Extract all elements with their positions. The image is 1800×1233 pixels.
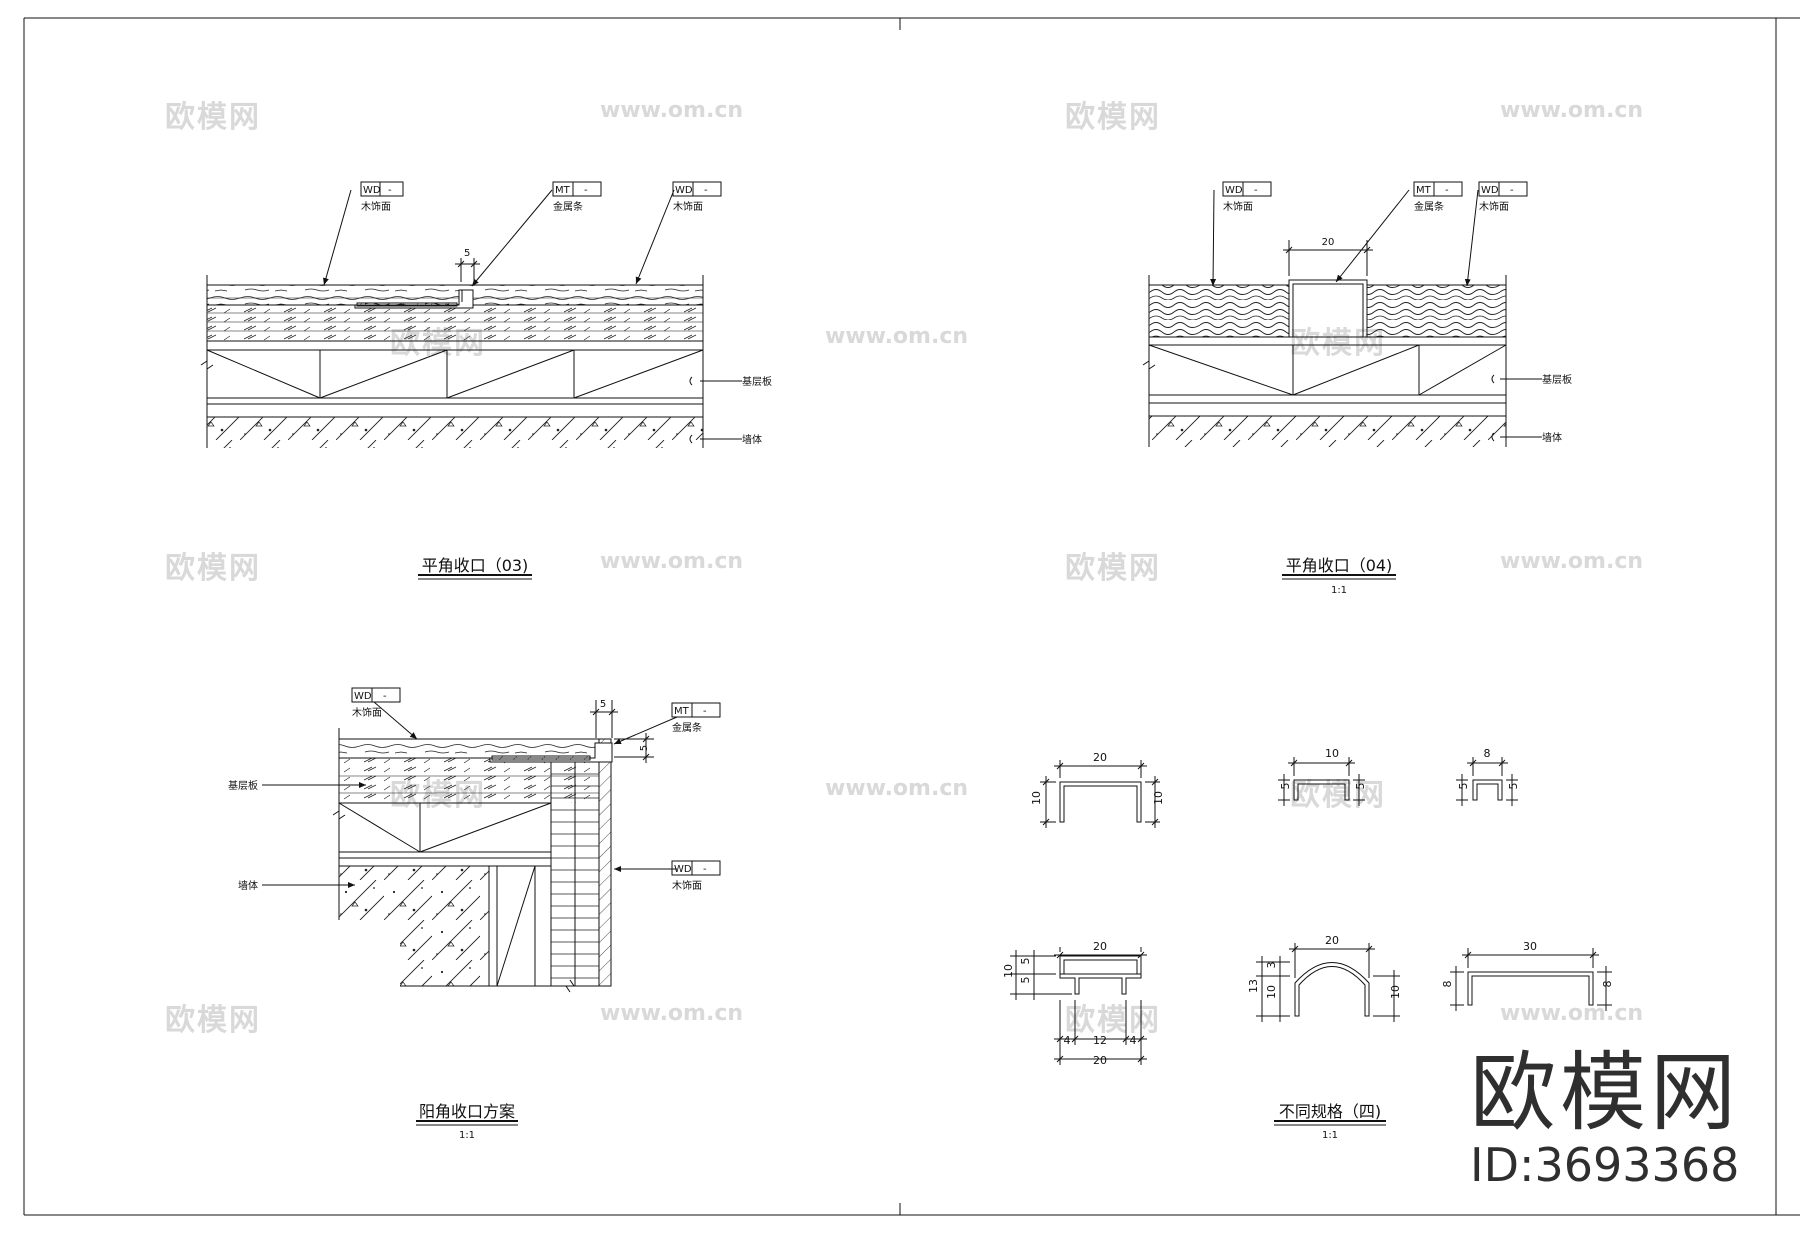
dim-u20-right: 10 [1152, 791, 1165, 805]
dim-t20-b: 5 [1019, 977, 1032, 984]
spec-labels: 20 10 10 10 5 5 8 5 5 20 10 5 5 4 12 4 2… [1002, 747, 1614, 1141]
watermark-url: www.om.cn [825, 324, 969, 349]
tag-dash: - [703, 864, 707, 875]
detail-outer-corner [262, 687, 721, 1126]
brand-name: 欧模网 [1470, 1043, 1740, 1143]
wood-face-label: 木饰面 [1223, 200, 1253, 213]
spec-profiles [1010, 757, 1612, 1126]
wood-face-label: 木饰面 [672, 879, 702, 892]
base-board-label: 基层板 [742, 375, 772, 388]
sheet-frame [23, 17, 1800, 1216]
dim-t20-seg-a: 4 [1064, 1034, 1071, 1047]
dim-u30-width: 30 [1523, 940, 1537, 953]
watermark-text: 欧模网 [165, 1003, 261, 1038]
dim-top: 5 [600, 699, 606, 710]
base-board-label: 基层板 [1542, 373, 1572, 386]
dim-arc-right: 10 [1389, 985, 1402, 999]
dim-u20-width: 20 [1093, 751, 1107, 764]
wood-face-label: 木饰面 [673, 200, 703, 213]
metal-strip-label: 金属条 [1414, 200, 1444, 213]
wall-label: 墙体 [238, 879, 258, 892]
base-board-label: 基层板 [228, 779, 258, 792]
watermark-url: www.om.cn [1500, 549, 1644, 574]
dim-arc-width: 20 [1325, 934, 1339, 947]
dim-gap: 5 [464, 248, 470, 259]
mt-code-label: MT [1416, 185, 1432, 196]
wd-code-label: WD [1225, 185, 1243, 196]
tag-dash: - [383, 691, 387, 702]
detail-title: 阳角收口方案 [419, 1102, 515, 1121]
dim-t20-bottom: 20 [1093, 1054, 1107, 1067]
wd-code-label: WD [363, 185, 381, 196]
detail-scale: 1:1 [1322, 1130, 1338, 1141]
brand-logo: 欧模网 ID:3693368 [1470, 1048, 1740, 1192]
tag-dash: - [703, 706, 707, 717]
wd-code-label: WD [675, 185, 693, 196]
dim-width: 20 [1322, 237, 1335, 248]
detail-title: 平角收口（04) [1286, 556, 1393, 575]
watermark-text: 欧模网 [1065, 1003, 1161, 1038]
detail-03-labels: WD - 木饰面 MT - 金属条 WD - 木饰面 5 基层板 墙体 平角收口… [361, 185, 772, 575]
dim-u8-left: 5 [1457, 783, 1470, 790]
watermark-url: www.om.cn [600, 1001, 744, 1026]
detail-title: 平角收口（03) [422, 556, 529, 575]
metal-strip-label: 金属条 [672, 721, 702, 734]
dim-t20-total: 10 [1002, 964, 1015, 978]
metal-strip-label: 金属条 [553, 200, 583, 213]
tag-dash: - [1510, 185, 1514, 196]
watermark-url: www.om.cn [600, 549, 744, 574]
dim-t20-seg-c: 4 [1130, 1034, 1137, 1047]
mt-code-label: MT [674, 706, 690, 717]
detail-scale: 1:1 [1331, 585, 1347, 596]
wood-face-label: 木饰面 [361, 200, 391, 213]
dim-t20-top: 20 [1093, 940, 1107, 953]
watermark-text: 欧模网 [1065, 551, 1161, 586]
dim-t20-a: 5 [1019, 958, 1032, 965]
detail-flat-joint-04 [1142, 181, 1542, 580]
dim-u30-right: 8 [1601, 981, 1614, 988]
dim-u20-left: 10 [1030, 791, 1043, 805]
watermark-text: 欧模网 [165, 100, 261, 135]
dim-t20-seg-b: 12 [1093, 1034, 1107, 1047]
watermark-url: www.om.cn [825, 776, 969, 801]
dim-side: 5 [639, 745, 650, 751]
detail-flat-joint-03 [200, 181, 742, 580]
dim-arc-a: 3 [1265, 962, 1278, 969]
dim-u10-width: 10 [1325, 747, 1339, 760]
tag-dash: - [704, 185, 708, 196]
watermark-url: www.om.cn [1500, 98, 1644, 123]
wd-code-label: WD [1481, 185, 1499, 196]
detail-title: 不同规格（四) [1279, 1102, 1381, 1121]
dim-u10-left: 5 [1279, 783, 1292, 790]
tag-dash: - [1445, 185, 1449, 196]
model-id: ID:3693368 [1470, 1138, 1740, 1192]
dim-arc-b: 10 [1265, 985, 1278, 999]
tag-dash: - [584, 185, 588, 196]
tag-dash: - [388, 185, 392, 196]
dim-arc-total: 13 [1247, 979, 1260, 993]
detail-scale: 1:1 [459, 1130, 475, 1141]
wd-code-label: WD [354, 691, 372, 702]
outer-corner-labels: WD - 木饰面 MT - 金属条 WD - 木饰面 基层板 墙体 5 5 阳角… [228, 691, 707, 1141]
wall-label: 墙体 [742, 433, 762, 446]
tag-dash: - [1254, 185, 1258, 196]
watermark-url: www.om.cn [600, 98, 744, 123]
dim-u8-right: 5 [1507, 783, 1520, 790]
dim-u8-width: 8 [1484, 747, 1491, 760]
watermark-url: www.om.cn [1500, 1001, 1644, 1026]
mt-code-label: MT [555, 185, 571, 196]
watermark-text: 欧模网 [165, 551, 261, 586]
dim-u30-left: 8 [1441, 981, 1454, 988]
wall-label: 墙体 [1542, 431, 1562, 444]
wd-code-label: WD [674, 864, 692, 875]
dim-u10-right: 5 [1354, 783, 1367, 790]
wood-face-label: 木饰面 [352, 706, 382, 719]
detail-04-labels: WD - 木饰面 MT - 金属条 WD - 木饰面 20 基层板 墙体 平角收… [1223, 185, 1572, 596]
watermark-text: 欧模网 [1065, 100, 1161, 135]
wood-face-label: 木饰面 [1479, 200, 1509, 213]
